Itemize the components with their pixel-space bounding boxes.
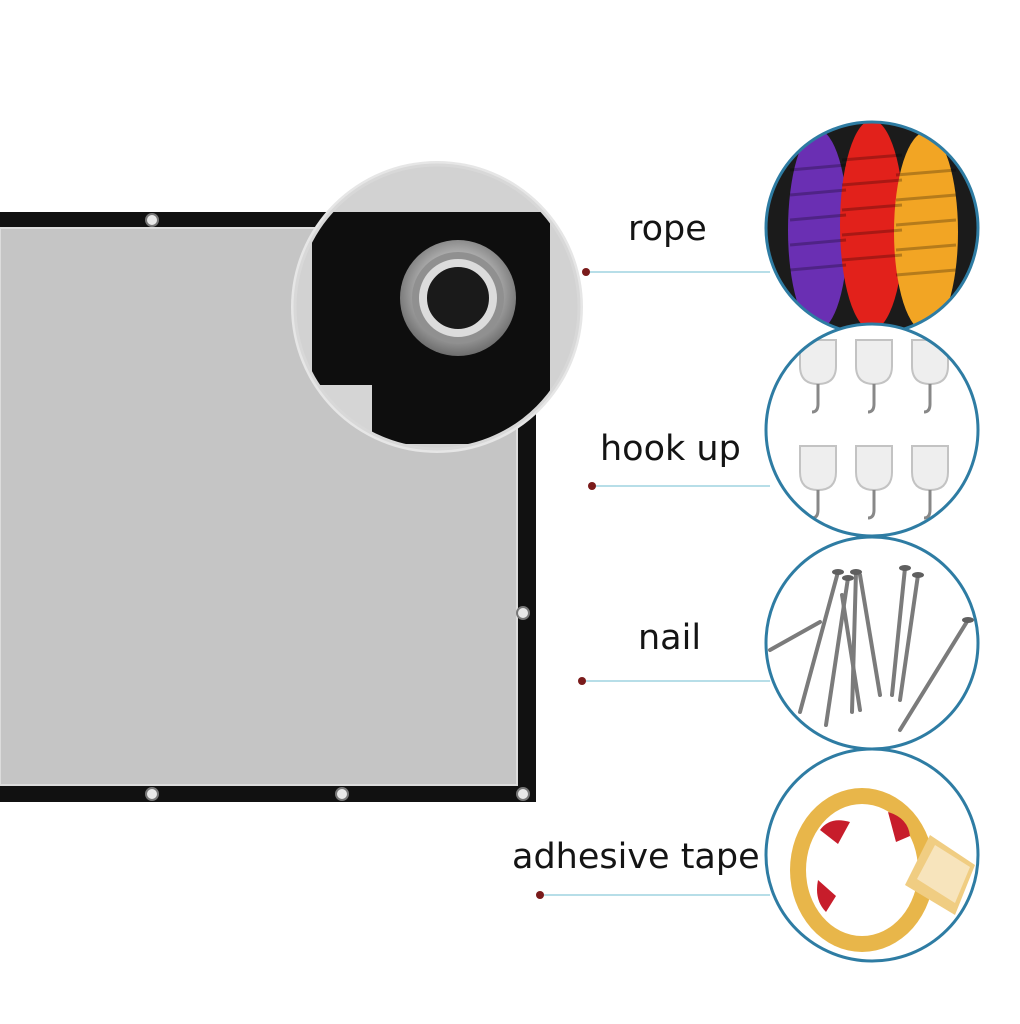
nail-icon <box>764 535 980 751</box>
connector-dot <box>582 268 590 276</box>
hook-icon <box>764 322 980 538</box>
accessory-label-nail: nail <box>638 618 702 658</box>
accessory-label-adhesive-tape: adhesive tape <box>512 837 760 877</box>
tape-icon <box>764 747 980 963</box>
accessory-label-rope: rope <box>628 209 707 249</box>
grommet-zoom-icon <box>291 161 583 453</box>
connector-dot <box>588 482 596 490</box>
connector-dot <box>536 891 544 899</box>
connector-dot <box>578 677 586 685</box>
grommet-icon <box>145 213 530 801</box>
connector-lines <box>536 268 770 899</box>
accessory-label-hook-up: hook up <box>600 429 741 469</box>
rope-icon <box>764 120 980 336</box>
